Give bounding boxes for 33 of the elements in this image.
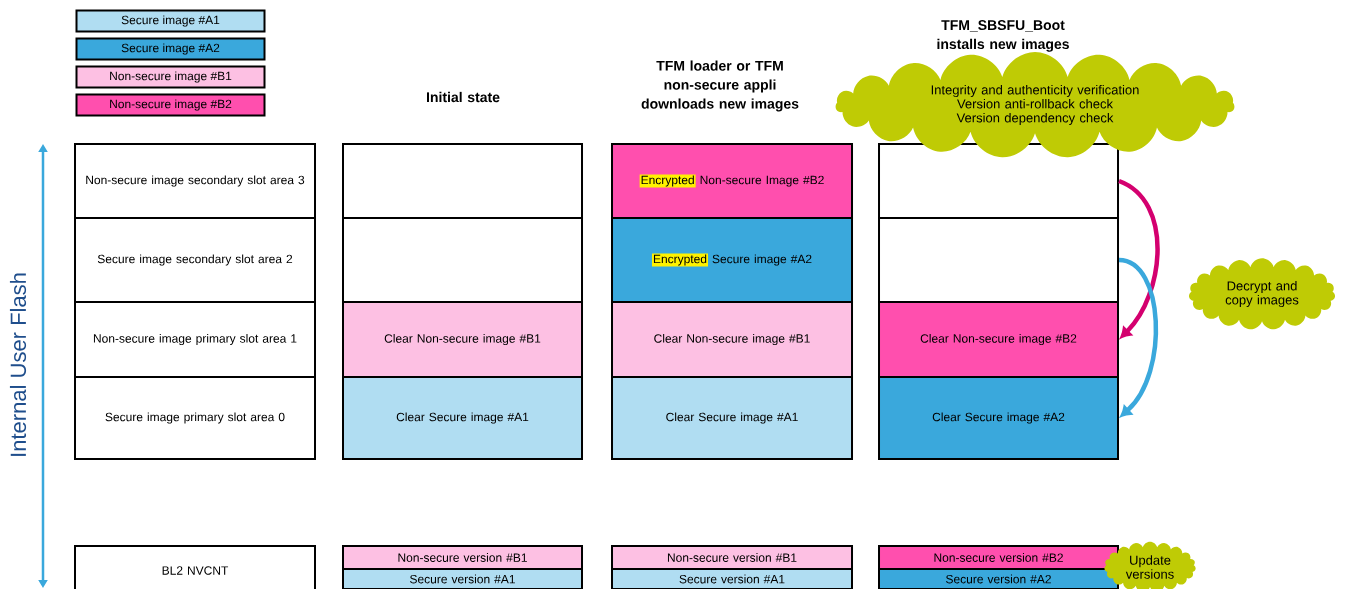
curved-arrow xyxy=(1118,257,1158,417)
curved-arrow xyxy=(1117,179,1160,339)
memory-area-box: Non-secure image secondary slot area 3 xyxy=(74,143,316,219)
legend-box: Non-secure image #B2 xyxy=(75,93,266,117)
column-heading: TFM loader or TFM non-secure appli downloads new images xyxy=(641,60,799,112)
version-box: Secure version #A1 xyxy=(342,568,583,589)
column-heading: TFM_SBSFU_Boot installs new images xyxy=(937,20,1069,52)
memory-area-box: BL2 NVCNT xyxy=(74,545,316,589)
empty-slot-box xyxy=(342,217,583,303)
version-box: Non-secure version #B1 xyxy=(342,545,583,570)
legend-box: Secure image #A2 xyxy=(75,37,266,61)
version-box: Secure version #A2 xyxy=(878,568,1119,589)
legend-box: Non-secure image #B1 xyxy=(75,65,266,89)
memory-area-box: Non-secure image primary slot area 1 xyxy=(74,301,316,378)
legend-box: Secure image #A1 xyxy=(75,9,266,33)
slot-box: Clear Non-secure image #B2 xyxy=(878,301,1119,378)
slot-box: Clear Secure image #A1 xyxy=(611,376,853,460)
version-box: Secure version #A1 xyxy=(611,568,853,589)
empty-slot-box xyxy=(342,143,583,219)
slot-box: Clear Non-secure image #B1 xyxy=(611,301,853,378)
column-heading: Initial state xyxy=(427,91,500,103)
slot-box: Clear Secure image #A1 xyxy=(342,376,583,460)
empty-slot-box xyxy=(878,143,1119,219)
empty-slot-box xyxy=(878,217,1119,303)
version-box: Non-secure version #B1 xyxy=(611,545,853,570)
memory-area-box: Secure image secondary slot area 2 xyxy=(74,217,316,303)
slot-box: Encrypted Secure image #A2 xyxy=(611,217,853,303)
slot-box: Clear Secure image #A2 xyxy=(878,376,1119,460)
slot-box: Encrypted Non-secure Image #B2 xyxy=(611,143,853,219)
slot-box: Clear Non-secure image #B1 xyxy=(342,301,583,378)
axis-label: Internal User Flash xyxy=(9,273,27,456)
version-box: Non-secure version #B2 xyxy=(878,545,1119,570)
memory-area-box: Secure image primary slot area 0 xyxy=(74,376,316,460)
